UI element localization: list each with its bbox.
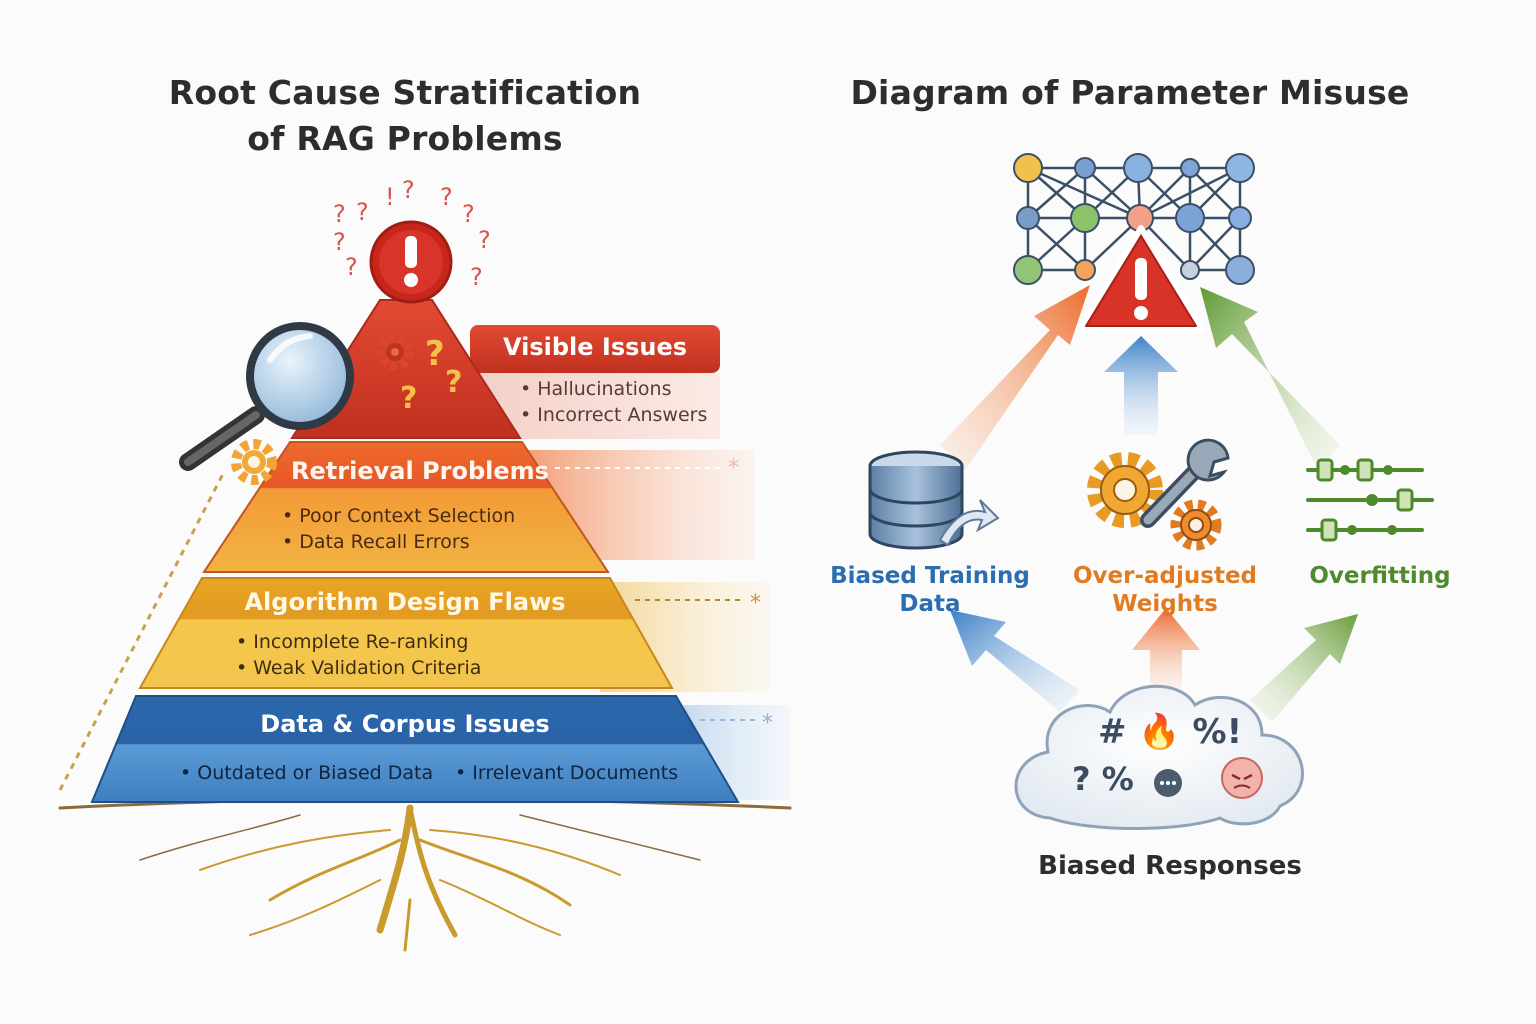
left-diagram-title: Root Cause Stratification of RAG Problem… — [120, 70, 690, 162]
layer-data-title: Data & Corpus Issues — [260, 710, 550, 738]
svg-text:?: ? — [478, 226, 491, 254]
svg-text:?: ? — [445, 365, 462, 400]
svg-text:?: ? — [470, 263, 483, 291]
svg-text:?: ? — [402, 176, 415, 204]
cloud-symbols-row2: ? % — [1072, 760, 1134, 798]
layer-algorithm-bullet-2: Weak Validation Criteria — [236, 657, 481, 679]
layer-retrieval-bullet-2: Data Recall Errors — [282, 531, 469, 553]
alert-icon — [369, 220, 453, 304]
sliders-icon — [1306, 458, 1434, 542]
floating-question-marks: ?? !? ?? ?? ?? — [333, 176, 491, 291]
cloud-symbols-row1: # 🔥 %! — [1098, 712, 1243, 752]
layer-retrieval-bullet-1: Poor Context Selection — [282, 505, 515, 527]
cause-label-overfitting-line1: Overfitting — [1309, 563, 1451, 589]
database-icon — [868, 450, 1000, 550]
question-marks-icon: ? ? ? — [400, 334, 462, 416]
layer-data-bullet-1: Outdated or Biased Data — [180, 762, 433, 784]
arrow-cloud-to-weights — [1132, 608, 1200, 690]
gear-wrench-icon — [1087, 438, 1230, 551]
cause-label-biased-data: Biased Training Data — [820, 562, 1040, 618]
cause-label-overfitting: Overfitting — [1290, 562, 1470, 590]
warning-triangle-icon — [1077, 225, 1205, 333]
magnifier-icon — [179, 322, 354, 471]
cloud-icon — [1014, 684, 1304, 830]
network-nodes — [1013, 153, 1255, 285]
right-diagram-title: Diagram of Parameter Misuse — [850, 73, 1410, 112]
svg-text:*: * — [762, 711, 773, 736]
cause-label-biased-data-line2: Data — [899, 591, 961, 617]
svg-text:?: ? — [333, 228, 346, 256]
svg-text:?: ? — [440, 183, 453, 211]
cause-label-weights-line1: Over-adjusted — [1072, 563, 1258, 589]
layer-data-bullet-2: Irrelevant Documents — [455, 762, 678, 784]
roots-icon — [58, 797, 792, 952]
cause-label-weights-line2: Weights — [1112, 591, 1218, 617]
svg-text:?: ? — [333, 200, 346, 228]
cause-label-weights: Over-adjusted Weights — [1060, 562, 1270, 618]
depth-dashed-line — [58, 469, 227, 791]
svg-text:?: ? — [400, 381, 417, 416]
small-gear-icon — [231, 439, 277, 485]
layer-visible-bullet-1: Hallucinations — [520, 378, 671, 400]
layer-visible-title: Visible Issues — [502, 333, 688, 361]
svg-text:?: ? — [462, 200, 475, 228]
layer-retrieval-title: Retrieval Problems — [291, 457, 549, 485]
biased-responses-label: Biased Responses — [1038, 851, 1302, 881]
svg-text:?: ? — [345, 253, 358, 281]
arrow-overfitting-to-network — [1200, 287, 1340, 470]
left-title-line1: Root Cause Stratification — [168, 73, 642, 112]
arrow-cloud-to-data — [950, 610, 1080, 712]
layer-visible-bullet-2: Incorrect Answers — [520, 404, 707, 426]
svg-text:*: * — [750, 591, 761, 616]
arrow-weights-to-network — [1104, 336, 1178, 435]
cause-label-biased-data-line1: Biased Training — [830, 563, 1030, 589]
arrow-cloud-to-overfitting — [1250, 614, 1358, 722]
svg-text:*: * — [728, 456, 739, 481]
arrow-data-to-network — [940, 285, 1090, 470]
gear-icon — [376, 333, 414, 371]
visible-issues-tab — [470, 325, 720, 373]
svg-text:!: ! — [385, 183, 395, 211]
svg-text:?: ? — [425, 334, 445, 374]
left-title-line2: of RAG Problems — [247, 119, 563, 158]
layer-algorithm-title: Algorithm Design Flaws — [244, 588, 566, 616]
layer-algorithm-bullet-1: Incomplete Re-ranking — [236, 631, 468, 653]
svg-text:?: ? — [356, 198, 369, 226]
